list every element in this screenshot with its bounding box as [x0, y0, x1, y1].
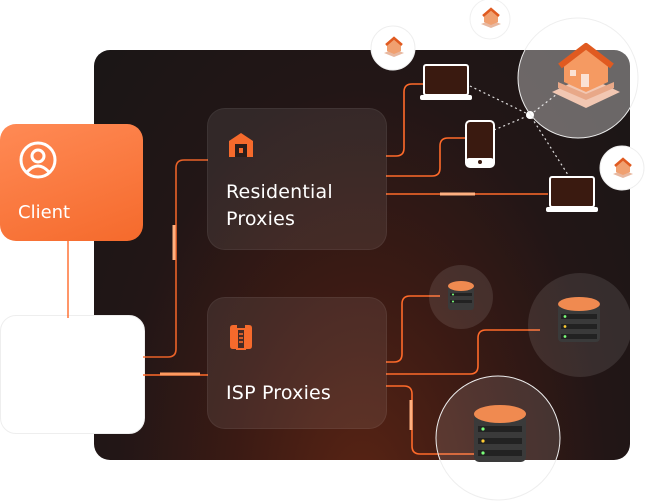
house-icon: [613, 157, 633, 178]
house-icon: [481, 7, 501, 28]
server-icon: [448, 281, 474, 310]
residential-label-line2: Proxies: [226, 208, 296, 230]
laptop-icon: [420, 64, 472, 100]
user-icon: [19, 141, 57, 179]
house-icon: [384, 36, 404, 57]
isp-label: ISP Proxies: [226, 382, 332, 404]
residential-proxies-card[interactable]: Residential Proxies: [207, 108, 387, 250]
warehouse-icon: [229, 133, 253, 157]
client-card[interactable]: Client: [0, 124, 143, 241]
building-icon: [230, 325, 252, 350]
server-icon: [558, 297, 600, 342]
phone-icon: [465, 120, 495, 168]
client-label: Client: [18, 202, 71, 223]
diagram-panel: [94, 50, 630, 460]
laptop-icon: [546, 176, 598, 212]
residential-label-line1: Residential: [226, 181, 333, 203]
ghost-card: [0, 315, 145, 434]
server-icon: [474, 405, 526, 462]
isp-proxies-card[interactable]: ISP Proxies: [207, 297, 387, 429]
house-icon: [552, 43, 620, 108]
